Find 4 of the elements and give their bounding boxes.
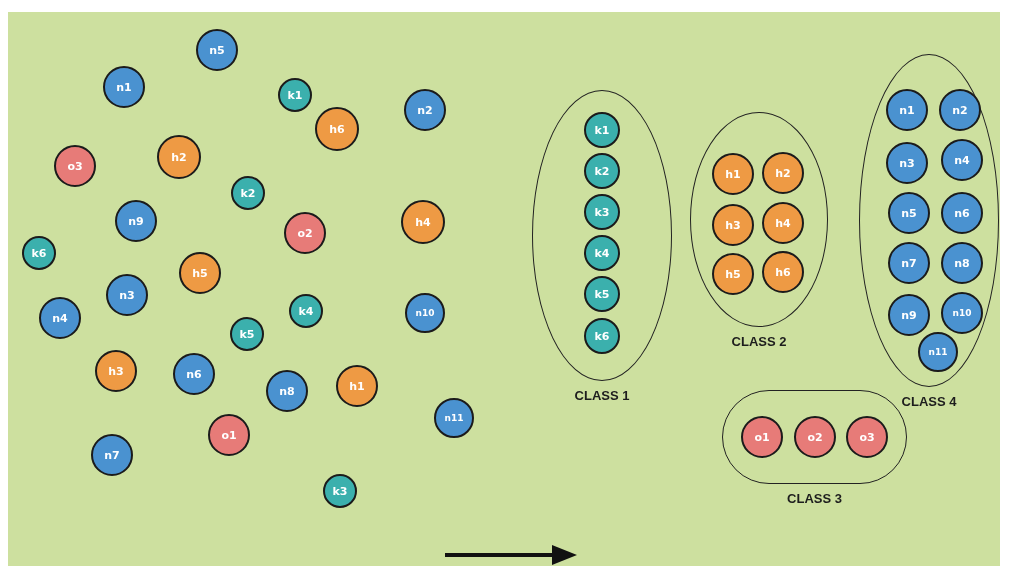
class-label: CLASS 3 (787, 491, 842, 506)
class-label: CLASS 1 (574, 388, 630, 403)
class-label: CLASS 2 (731, 334, 787, 349)
class-label: CLASS 4 (901, 394, 957, 409)
